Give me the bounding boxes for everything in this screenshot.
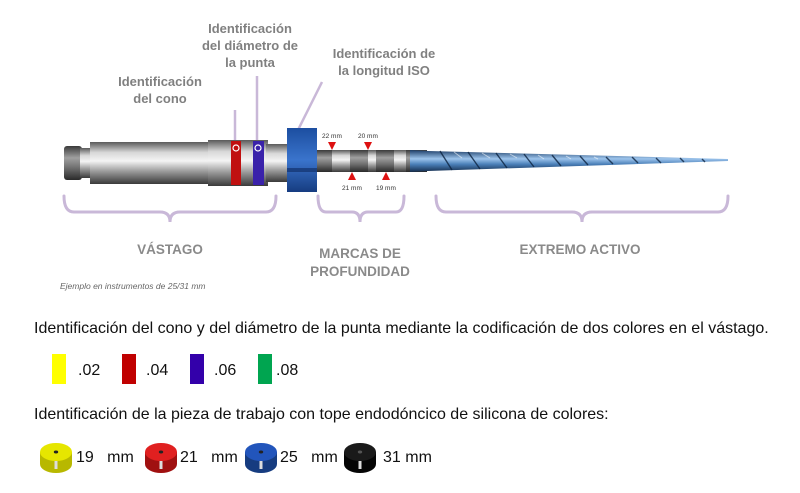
yellow-stop-icon [40, 443, 72, 473]
iso-id-leader-line [295, 81, 324, 133]
taper-legend: .02 .04 .06 .08 [0, 354, 800, 390]
tip-diameter-id-label: Identificación del diámetro de la punta [186, 20, 314, 71]
depth-marks-section-title: MARCAS DE PROFUNDIDAD [290, 245, 430, 281]
stop-legend: 19 mm 21 mm 25 mm 31 mm [0, 440, 800, 480]
iso-id-label-line1: Identificación de [332, 46, 436, 61]
taper-swatch-08 [258, 354, 272, 384]
active-tip-brace [434, 194, 730, 223]
iso-id-label-line2: la longitud ISO [338, 63, 430, 78]
stop-label-31: 31 mm [383, 449, 432, 466]
tip-id-label-line2: del diámetro de [201, 38, 299, 53]
active-tip [410, 150, 728, 172]
depth-mark-19-label: 19 mm [376, 185, 396, 192]
depth-mark-21-label: 21 mm [342, 185, 362, 192]
example-caption: Ejemplo en instrumentos de 25/31 mm [60, 281, 206, 291]
tip-color-band [253, 141, 264, 185]
depth-arrow-21 [348, 172, 356, 180]
shank-section-title: VÁSTAGO [137, 242, 203, 257]
depth-mark-section [317, 150, 427, 172]
iso-length-id-label: Identificación de la longitud ISO [314, 45, 454, 79]
black-stop-icon [344, 443, 376, 473]
depth-arrow-22 [328, 142, 336, 150]
endodontic-file-diagram: 22 mm 20 mm 21 mm 19 mm [62, 76, 730, 223]
depth-marks-title-line2: PROFUNDIDAD [310, 264, 410, 279]
taper-label-06: .06 [214, 362, 237, 379]
tip-id-label-line3: la punta [225, 55, 275, 70]
depth-marks-brace [316, 194, 406, 223]
taper-legend-description: Identificación del cono y del diámetro d… [34, 320, 769, 337]
cone-id-label-line2: del cono [133, 91, 187, 106]
cone-color-band [231, 141, 241, 185]
taper-label-02: .02 [78, 362, 101, 379]
taper-swatch-02 [52, 354, 66, 384]
taper-label-04: .04 [146, 362, 169, 379]
taper-label-08: .08 [276, 362, 299, 379]
taper-swatch-06 [190, 354, 204, 384]
stop-label-25: 25 mm [280, 449, 338, 466]
depth-arrow-20 [364, 142, 372, 150]
shank-brace [62, 194, 278, 223]
depth-mark-20-label: 20 mm [358, 133, 378, 140]
red-stop-icon [145, 443, 177, 473]
stop-legend-description: Identificación de la pieza de trabajo co… [34, 406, 609, 423]
cone-id-label: Identificación del cono [104, 73, 216, 107]
blue-stop-icon [245, 443, 277, 473]
iso-length-stop [287, 128, 317, 192]
cone-id-label-line1: Identificación [118, 74, 202, 89]
stop-label-21: 21 mm [180, 449, 238, 466]
depth-marks-title-line1: MARCAS DE [319, 246, 401, 261]
depth-arrow-19 [382, 172, 390, 180]
taper-swatch-04 [122, 354, 136, 384]
tip-id-label-line1: Identificación [208, 21, 292, 36]
depth-mark-22-label: 22 mm [322, 133, 342, 140]
stop-label-19: 19 mm [76, 449, 134, 466]
active-tip-section-title: EXTREMO ACTIVO [519, 242, 641, 257]
